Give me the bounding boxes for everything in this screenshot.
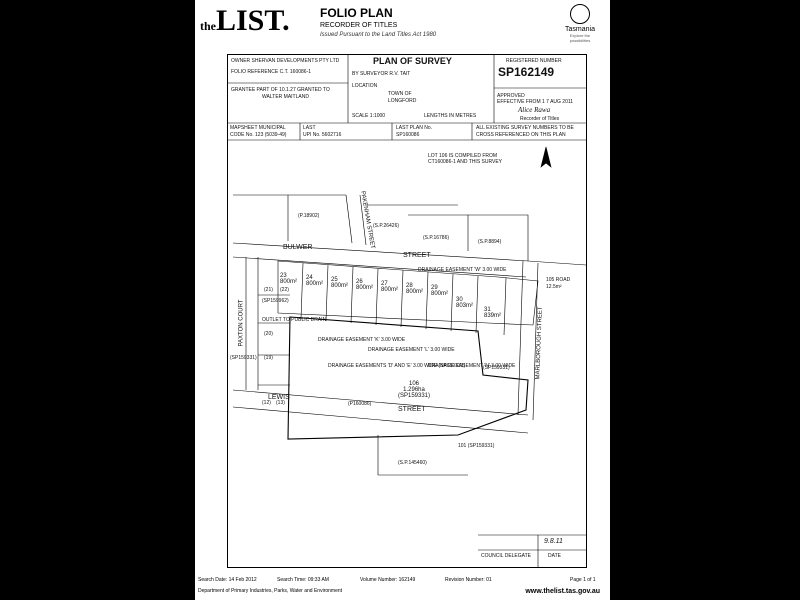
issued-note: Issued Pursuant to the Land Titles Act 1… xyxy=(320,32,437,38)
location-line2: LONGFORD xyxy=(388,98,417,104)
recorder-label: Recorder of Titles xyxy=(520,116,560,122)
council-date: 9.8.11 xyxy=(544,538,563,545)
paxton-label: PAXTON COURT xyxy=(238,299,245,347)
ref-lot21: (21) xyxy=(264,287,273,293)
recorder-signature: Alice Rawa xyxy=(518,106,551,114)
search-date: Search Date: 14 Feb 2012 xyxy=(198,577,257,583)
lot-note-1: LOT 106 IS COMPILED FROM xyxy=(428,153,498,159)
plan-title: PLAN OF SURVEY xyxy=(373,56,452,66)
ref-sp159331-right: (SP159331) xyxy=(483,365,510,371)
ref-sp8894: (S.P.8894) xyxy=(478,239,502,245)
ref-lot19: (19) xyxy=(264,355,273,361)
header: theLIST. FOLIO PLAN RECORDER OF TITLES I… xyxy=(195,0,610,45)
effective-date: EFFECTIVE FROM 1 7 AUG 2011 xyxy=(497,99,574,105)
bulwer-street-label: STREET xyxy=(403,252,431,259)
grantee-field: GRANTEE PART OF 10.1.27 GRANTED TO xyxy=(231,87,330,93)
mapsheet-code: CODE No. 123 (5039-49) xyxy=(230,132,287,138)
location-line1: TOWN OF xyxy=(388,91,412,97)
reg-number: SP162149 xyxy=(498,65,555,79)
ref-lot22: (22) xyxy=(280,287,289,293)
survey-note-2: CROSS REFERENCED ON THIS PLAN xyxy=(476,132,566,138)
volume-number: Volume Number: 162149 xyxy=(360,577,416,583)
easement-l: DRAINAGE EASEMENT 'L' 3.00 WIDE xyxy=(368,347,455,353)
ref-sp159331-left: (SP159331) xyxy=(230,355,257,361)
lewis-label: LEWIS xyxy=(268,394,290,401)
last-plan-label: LAST PLAN No. xyxy=(396,125,433,131)
search-time: Search Time: 09:33 AM xyxy=(277,577,329,583)
recorder-subtitle: RECORDER OF TITLES xyxy=(320,22,398,29)
plan-frame: OWNER SHERVAN DEVELOPMENTS PTY LTD FOLIO… xyxy=(227,54,587,568)
ref-sp145460: (S.P.145460) xyxy=(398,460,427,466)
lewis-street-label: STREET xyxy=(398,406,426,413)
ref-p18902: (P.18902) xyxy=(298,213,320,219)
outlet-note: OUTLET TO PUBLIC DRAIN xyxy=(262,317,327,323)
road-area: 12.5m² xyxy=(546,284,562,290)
survey-note-1: ALL EXISTING SURVEY NUMBERS TO BE xyxy=(476,125,574,131)
grantee-name: WALTER MAITLAND xyxy=(262,94,309,100)
surveyor-field: BY SURVEYOR R.V. TAIT xyxy=(352,71,411,77)
folio-plan-title: FOLIO PLAN xyxy=(320,6,393,20)
tasmania-logo: Tasmania Explore the possibilities xyxy=(560,4,600,43)
last-plan: SP160086 xyxy=(396,132,420,138)
tasmania-crest-icon xyxy=(570,4,590,24)
folio-plan-page: theLIST. FOLIO PLAN RECORDER OF TITLES I… xyxy=(195,0,610,600)
easement-w: DRAINAGE EASEMENT 'W' 3.00 WIDE xyxy=(418,267,507,273)
ref-sp159962: (SP159962) xyxy=(262,298,289,304)
location-label: LOCATION xyxy=(352,83,378,89)
survey-drawing xyxy=(228,55,586,567)
last-upi: UPI No. 5602716 xyxy=(303,132,342,138)
the-list-logo: theLIST. xyxy=(200,4,290,37)
date-label: DATE xyxy=(548,553,561,559)
revision-number: Revision Number: 01 xyxy=(445,577,492,583)
page-count: Page 1 of 1 xyxy=(570,577,596,583)
bulwer-label: BULWER xyxy=(283,244,313,251)
road-label: 105 ROAD xyxy=(546,277,571,283)
last-upi-label: LAST xyxy=(303,125,316,131)
council-delegate-label: COUNCIL DELEGATE xyxy=(481,553,532,559)
ref-lot12: (12) xyxy=(262,400,271,406)
ref-lot101: 101 (SP159331) xyxy=(458,443,495,449)
reg-number-label: REGISTERED NUMBER xyxy=(506,58,562,64)
easement-n: DRAINAGE EASEMENT 'N' 3.00 WIDE xyxy=(428,363,516,369)
ref-lot20: (20) xyxy=(264,331,273,337)
easement-de: DRAINAGE EASEMENTS 'D' AND 'E' 3.00 WIDE… xyxy=(328,363,466,369)
ref-lot13: (13) xyxy=(276,400,285,406)
folio-ref-field: FOLIO REFERENCE C.T. 160086-1 xyxy=(231,69,312,75)
list-url-link[interactable]: www.thelist.tas.gov.au xyxy=(525,588,600,595)
approved-label: APPROVED xyxy=(497,93,525,99)
mapsheet-label: MAPSHEET MUNICIPAL xyxy=(230,125,286,131)
easement-k: DRAINAGE EASEMENT 'K' 3.00 WIDE xyxy=(318,337,406,343)
ref-sp16786: (S.P.16786) xyxy=(423,235,450,241)
lot-note-2: CT160086-1 AND THIS SURVEY xyxy=(428,159,503,165)
scale-field: SCALE 1:1000 xyxy=(352,113,386,119)
ref-p160086: (P160086) xyxy=(348,401,372,407)
ref-sp26426: (S.P.26426) xyxy=(373,223,400,229)
lengths-field: LENGTHS IN METRES xyxy=(424,113,477,119)
owner-field: OWNER SHERVAN DEVELOPMENTS PTY LTD xyxy=(231,58,340,64)
